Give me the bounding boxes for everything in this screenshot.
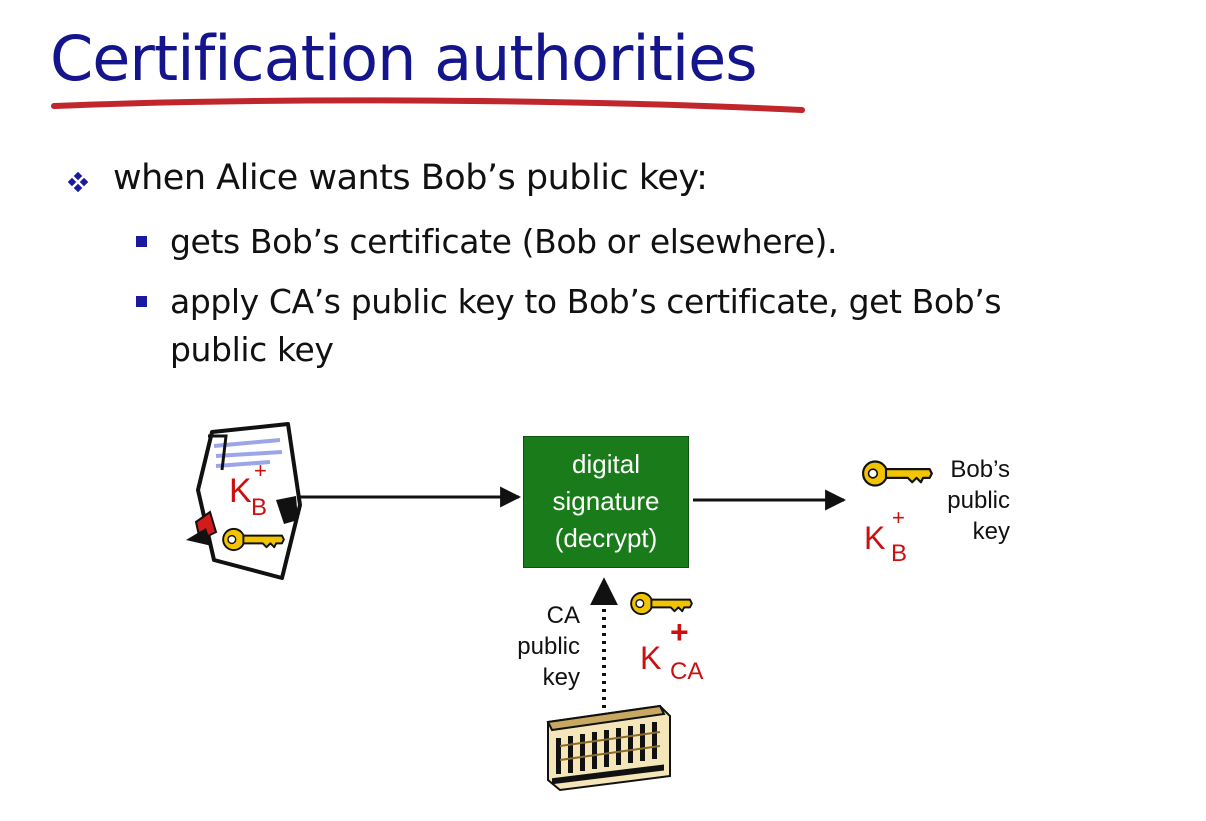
ca-building-icon [546, 704, 671, 792]
cert-key-subscript: B [251, 494, 268, 521]
output-key-symbol: K [864, 520, 886, 556]
ca-key-superscript: + [670, 614, 689, 650]
digital-signature-box: digital signature (decrypt) [523, 436, 689, 568]
cert-key-symbol: K [229, 472, 252, 511]
label-line-1: CA [546, 602, 580, 629]
page-title: Certification authorities [50, 22, 758, 95]
diamond-bullet-icon [68, 172, 88, 192]
ca-public-key-label: CA public key [490, 600, 580, 693]
bobs-public-key-label: Bob’s public key [920, 454, 1010, 547]
bullet-main: when Alice wants Bob’s public key: [113, 158, 708, 198]
box-line-1: digital [572, 449, 640, 479]
output-key-superscript: + [892, 505, 905, 530]
label-line-1: Bob’s [950, 456, 1010, 483]
label-line-3: key [972, 518, 1010, 545]
title-underline [51, 97, 805, 113]
ca-key-symbol: K [640, 640, 662, 676]
label-line-3: key [542, 664, 580, 691]
key-icon [630, 591, 693, 616]
label-line-2: public [517, 633, 580, 660]
sub-bullet-1: gets Bob’s certificate (Bob or elsewhere… [170, 222, 838, 261]
box-line-2: signature [552, 486, 660, 516]
square-bullet-icon [136, 236, 147, 247]
square-bullet-icon [136, 296, 147, 307]
ca-key-subscript: CA [670, 658, 704, 685]
label-line-2: public [947, 487, 1010, 514]
box-line-3: (decrypt) [554, 523, 658, 553]
cert-key-superscript: + [254, 458, 267, 483]
sub-bullet-2: apply CA’s public key to Bob’s certifica… [170, 282, 1002, 369]
key-base: K [229, 472, 252, 510]
output-key-subscript: B [891, 540, 908, 567]
